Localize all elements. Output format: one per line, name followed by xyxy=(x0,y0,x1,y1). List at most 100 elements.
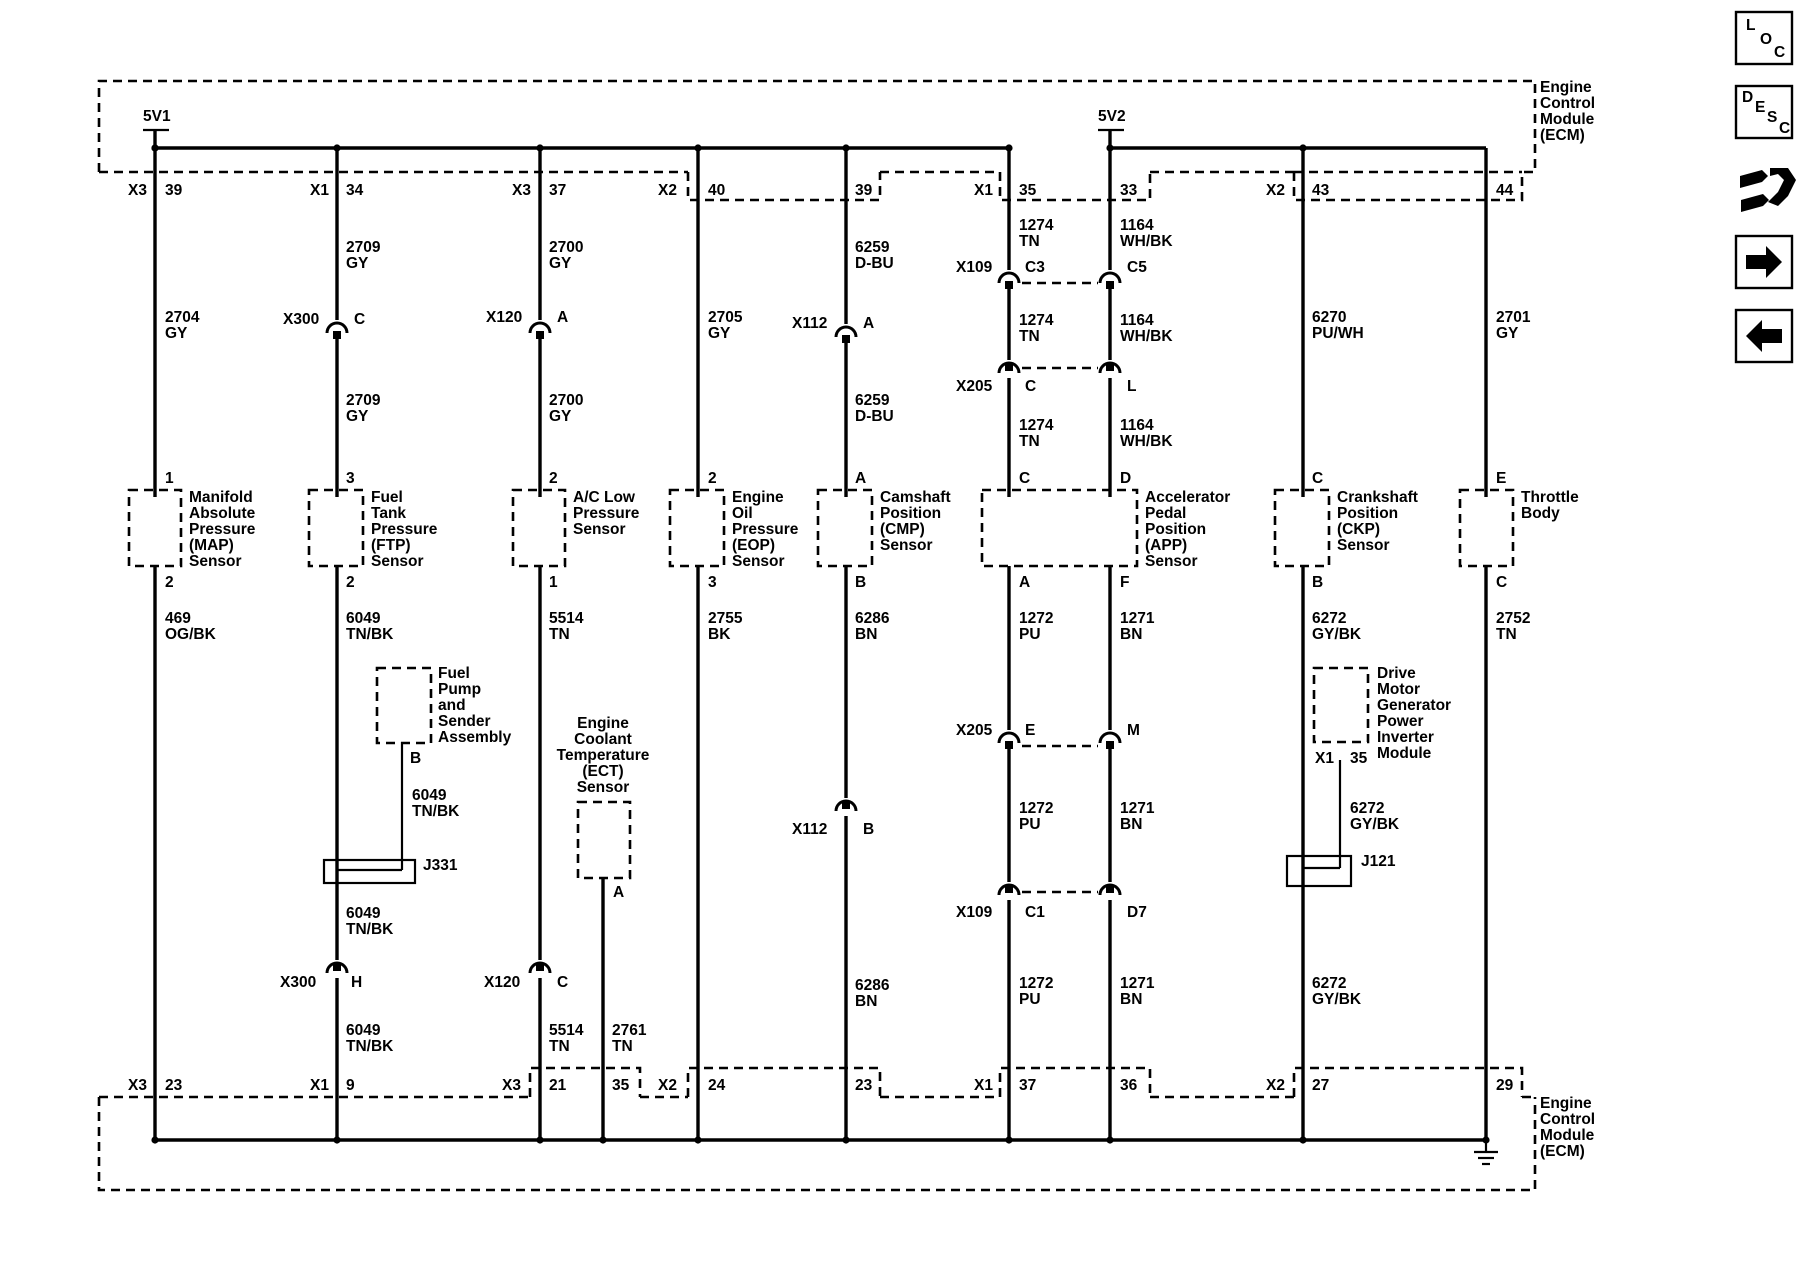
svg-text:Sensor: Sensor xyxy=(880,537,933,554)
svg-text:6259: 6259 xyxy=(855,239,890,256)
svg-text:C1: C1 xyxy=(1025,904,1045,921)
svg-text:X2: X2 xyxy=(658,182,677,199)
svg-text:C: C xyxy=(1774,44,1785,61)
svg-text:B: B xyxy=(410,750,421,767)
svg-text:S: S xyxy=(1767,109,1777,126)
desc-button[interactable]: D E S C xyxy=(1734,84,1794,140)
svg-text:Sensor: Sensor xyxy=(573,521,626,538)
ect-sensor-pin: A xyxy=(613,884,624,901)
svg-text:TN/BK: TN/BK xyxy=(412,803,460,820)
svg-text:TN: TN xyxy=(1496,626,1517,643)
svg-text:1272: 1272 xyxy=(1019,610,1053,627)
ecm-top-connector-x2 xyxy=(686,172,882,202)
svg-text:Throttle: Throttle xyxy=(1521,489,1579,506)
svg-text:2709: 2709 xyxy=(346,239,381,256)
connector-end-view-button[interactable] xyxy=(1736,158,1796,218)
svg-text:39: 39 xyxy=(165,182,183,199)
inline-connector-symbols xyxy=(325,271,1122,974)
eop-sensor-label: 2 3 Engine Oil Pressure (EOP) Sensor xyxy=(708,470,799,591)
svg-text:(ECM): (ECM) xyxy=(1540,127,1585,144)
svg-text:1272: 1272 xyxy=(1019,975,1053,992)
svg-text:Coolant: Coolant xyxy=(574,731,632,748)
svg-text:Module: Module xyxy=(1377,745,1432,762)
svg-text:X1: X1 xyxy=(974,182,993,199)
svg-text:5514: 5514 xyxy=(549,1022,584,1039)
ecm-label-bottom: Engine Control Module (ECM) xyxy=(1540,1095,1595,1160)
svg-text:X300: X300 xyxy=(283,311,319,328)
svg-text:Control: Control xyxy=(1540,95,1595,112)
throttle-body-label: E C Throttle Body xyxy=(1496,470,1579,591)
svg-text:Body: Body xyxy=(1521,505,1560,522)
svg-text:C5: C5 xyxy=(1127,259,1147,276)
svg-text:D-BU: D-BU xyxy=(855,408,894,425)
svg-text:X3: X3 xyxy=(128,1077,147,1094)
svg-text:(EOP): (EOP) xyxy=(732,537,775,554)
svg-text:Tank: Tank xyxy=(371,505,406,522)
throttle-body-box xyxy=(1458,488,1515,568)
ftp-sensor-box xyxy=(307,488,365,568)
svg-text:6272: 6272 xyxy=(1312,975,1346,992)
svg-text:TN: TN xyxy=(1019,328,1040,345)
svg-text:GY: GY xyxy=(346,255,369,272)
map-sensor-label: 1 2 Manifold Absolute Pressure (MAP) Sen… xyxy=(165,470,256,591)
svg-text:Power: Power xyxy=(1377,713,1424,730)
svg-text:A: A xyxy=(1019,574,1030,591)
svg-text:1271: 1271 xyxy=(1120,610,1155,627)
svg-text:Assembly: Assembly xyxy=(438,729,512,746)
svg-text:X205: X205 xyxy=(956,722,993,739)
loc-button[interactable]: L O C xyxy=(1734,10,1794,66)
svg-text:E: E xyxy=(1025,722,1035,739)
svg-text:Manifold: Manifold xyxy=(189,489,253,506)
svg-text:Sensor: Sensor xyxy=(371,553,424,570)
svg-text:23: 23 xyxy=(165,1077,183,1094)
power-label-5v2: 5V2 xyxy=(1098,108,1126,125)
svg-text:37: 37 xyxy=(549,182,566,199)
svg-text:GY: GY xyxy=(549,408,572,425)
svg-text:Fuel: Fuel xyxy=(438,665,470,682)
svg-text:6270: 6270 xyxy=(1312,309,1346,326)
svg-text:2752: 2752 xyxy=(1496,610,1530,627)
svg-text:Crankshaft: Crankshaft xyxy=(1337,489,1418,506)
svg-text:D: D xyxy=(1742,89,1753,106)
splice-j121-label: J121 xyxy=(1361,853,1396,870)
splice-j331 xyxy=(322,858,417,885)
svg-text:C3: C3 xyxy=(1025,259,1045,276)
svg-text:Temperature: Temperature xyxy=(557,747,650,764)
svg-text:BN: BN xyxy=(1120,991,1142,1008)
svg-text:35: 35 xyxy=(1019,182,1037,199)
svg-text:and: and xyxy=(438,697,466,714)
next-button[interactable] xyxy=(1734,234,1794,290)
svg-text:Sensor: Sensor xyxy=(577,779,630,796)
svg-text:A/C Low: A/C Low xyxy=(573,489,636,506)
svg-text:37: 37 xyxy=(1019,1077,1036,1094)
svg-text:WH/BK: WH/BK xyxy=(1120,233,1173,250)
svg-text:A: A xyxy=(863,315,874,332)
svg-text:1: 1 xyxy=(549,574,558,591)
svg-text:39: 39 xyxy=(855,182,873,199)
svg-text:X3: X3 xyxy=(502,1077,521,1094)
svg-text:Engine: Engine xyxy=(732,489,784,506)
svg-text:TN: TN xyxy=(549,626,570,643)
svg-text:C: C xyxy=(1025,378,1036,395)
svg-text:Pressure: Pressure xyxy=(189,521,256,538)
svg-text:6049: 6049 xyxy=(412,787,447,804)
svg-text:C: C xyxy=(354,311,365,328)
prev-button[interactable] xyxy=(1734,308,1794,364)
svg-text:2705: 2705 xyxy=(708,309,743,326)
svg-text:Module: Module xyxy=(1540,1127,1595,1144)
svg-text:M: M xyxy=(1127,722,1140,739)
svg-text:21: 21 xyxy=(549,1077,567,1094)
svg-text:GY: GY xyxy=(346,408,369,425)
inverter-label: Drive Motor Generator Power Inverter Mod… xyxy=(1315,665,1451,767)
svg-text:X3: X3 xyxy=(512,182,531,199)
circuit-app-c xyxy=(1005,144,1013,497)
svg-text:GY: GY xyxy=(549,255,572,272)
svg-text:A: A xyxy=(855,470,866,487)
svg-text:1: 1 xyxy=(165,470,174,487)
svg-text:D: D xyxy=(1120,470,1131,487)
svg-text:GY/BK: GY/BK xyxy=(1350,816,1400,833)
fuel-pump-box xyxy=(375,666,433,745)
svg-text:Sender: Sender xyxy=(438,713,491,730)
svg-text:OG/BK: OG/BK xyxy=(165,626,217,643)
